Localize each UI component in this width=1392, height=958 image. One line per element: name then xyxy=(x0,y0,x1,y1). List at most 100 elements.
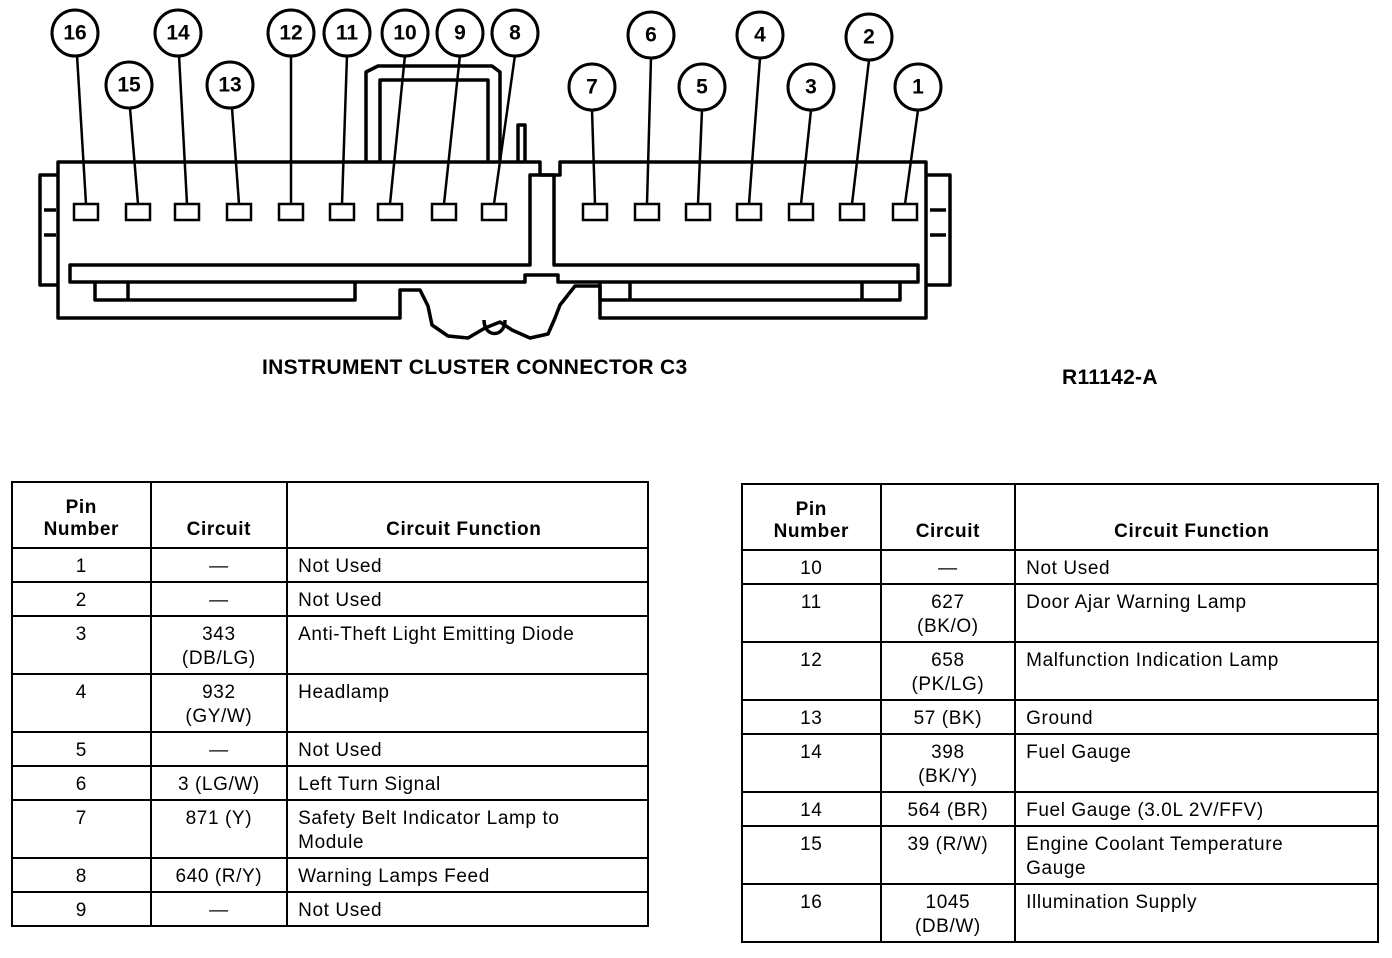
circuit-function: Door Ajar Warning Lamp xyxy=(1014,583,1379,643)
cavity-1 xyxy=(891,202,919,222)
circuit-function: Fuel Gauge (3.0L 2V/FFV) xyxy=(1014,791,1379,827)
circuit-function: Not Used xyxy=(286,891,649,927)
pin-number: 13 xyxy=(741,699,882,735)
pin-number: 14 xyxy=(741,733,882,793)
circuit-function: Warning Lamps Feed xyxy=(286,857,649,893)
circuit-function: Headlamp xyxy=(286,673,649,733)
svg-text:5: 5 xyxy=(696,76,708,99)
circuit-function: Illumination Supply xyxy=(1014,883,1379,943)
connector-diagram: 16 15 14 13 12 11 10 9 8 7 6 5 4 3 2 1 xyxy=(38,8,952,340)
pin-callout-9: 9 xyxy=(435,8,485,58)
circuit-cell: 932(GY/W) xyxy=(149,673,289,733)
pin-number: 8 xyxy=(11,857,152,893)
cavity-3 xyxy=(787,202,815,222)
svg-text:11: 11 xyxy=(336,22,359,45)
circuit-cell: 871 (Y) xyxy=(149,799,289,859)
circuit-cell: 343(DB/LG) xyxy=(149,615,289,675)
cavity-16 xyxy=(72,202,100,222)
svg-text:9: 9 xyxy=(454,22,466,45)
pin-number: 12 xyxy=(741,641,882,701)
circuit-cell: 398(BK/Y) xyxy=(879,733,1017,793)
pin-number: 10 xyxy=(741,549,882,585)
pin-callout-7: 7 xyxy=(567,62,617,112)
pin-number: 2 xyxy=(11,581,152,617)
svg-text:13: 13 xyxy=(218,74,241,97)
pin-number: 16 xyxy=(741,883,882,943)
pin-callout-6: 6 xyxy=(626,10,676,60)
circuit-cell: 627(BK/O) xyxy=(879,583,1017,643)
table-row: 10—Not Used xyxy=(741,549,1379,585)
pin-number: 15 xyxy=(741,825,882,885)
circuit-cell: — xyxy=(149,547,289,583)
circuit-cell: — xyxy=(149,731,289,767)
circuit-function-header: Circuit Function xyxy=(1014,483,1379,551)
pin-callout-3: 3 xyxy=(786,62,836,112)
svg-text:7: 7 xyxy=(586,76,598,99)
circuit-function: Not Used xyxy=(286,547,649,583)
pin-number: 14 xyxy=(741,791,882,827)
circuit-function: Malfunction Indication Lamp xyxy=(1014,641,1379,701)
pin-callout-14: 14 xyxy=(153,8,203,58)
cavity-5 xyxy=(684,202,712,222)
cavity-10 xyxy=(376,202,404,222)
circuit-cell: 39 (R/W) xyxy=(879,825,1017,885)
pin-number: 6 xyxy=(11,765,152,801)
pin-callout-15: 15 xyxy=(104,60,154,110)
cavity-7 xyxy=(581,202,609,222)
pin-callout-12: 12 xyxy=(266,8,316,58)
svg-text:2: 2 xyxy=(863,26,875,49)
pin-callout-2: 2 xyxy=(844,12,894,62)
circuit-cell: 3 (LG/W) xyxy=(149,765,289,801)
pin-callout-10: 10 xyxy=(380,8,430,58)
pin-callout-1: 1 xyxy=(893,62,943,112)
circuit-function: Anti-Theft Light Emitting Diode xyxy=(286,615,649,675)
cavity-12 xyxy=(277,202,305,222)
circuit-cell: — xyxy=(879,549,1017,585)
table-row: 9—Not Used xyxy=(11,891,649,927)
pin-callout-4: 4 xyxy=(735,10,785,60)
circuit-cell: — xyxy=(149,891,289,927)
pin-callout-16: 16 xyxy=(50,8,100,58)
circuit-header: Circuit xyxy=(149,481,289,549)
circuit-function-header: Circuit Function xyxy=(286,481,649,549)
pin-number: 5 xyxy=(11,731,152,767)
svg-text:1: 1 xyxy=(912,76,924,99)
table-row: 1—Not Used xyxy=(11,547,649,583)
leader-lines xyxy=(75,54,920,205)
circuit-cell: 57 (BK) xyxy=(879,699,1017,735)
cavity-4 xyxy=(735,202,763,222)
cavity-9 xyxy=(430,202,458,222)
pin-number: 3 xyxy=(11,615,152,675)
svg-text:10: 10 xyxy=(393,22,416,45)
pin-callout-8: 8 xyxy=(490,8,540,58)
cavity-11 xyxy=(328,202,356,222)
svg-text:6: 6 xyxy=(645,24,657,47)
cavity-13 xyxy=(225,202,253,222)
circuit-cell: 1045(DB/W) xyxy=(879,883,1017,943)
circuit-function: Safety Belt Indicator Lamp to Module xyxy=(286,799,649,859)
svg-text:14: 14 xyxy=(166,22,190,45)
svg-text:16: 16 xyxy=(63,22,86,45)
svg-text:3: 3 xyxy=(805,76,817,99)
connector-body xyxy=(38,64,952,340)
pin-callout-13: 13 xyxy=(205,60,255,110)
circuit-function: Not Used xyxy=(286,581,649,617)
pin-number: 4 xyxy=(11,673,152,733)
pin-cavities xyxy=(72,202,919,222)
svg-text:12: 12 xyxy=(279,22,302,45)
